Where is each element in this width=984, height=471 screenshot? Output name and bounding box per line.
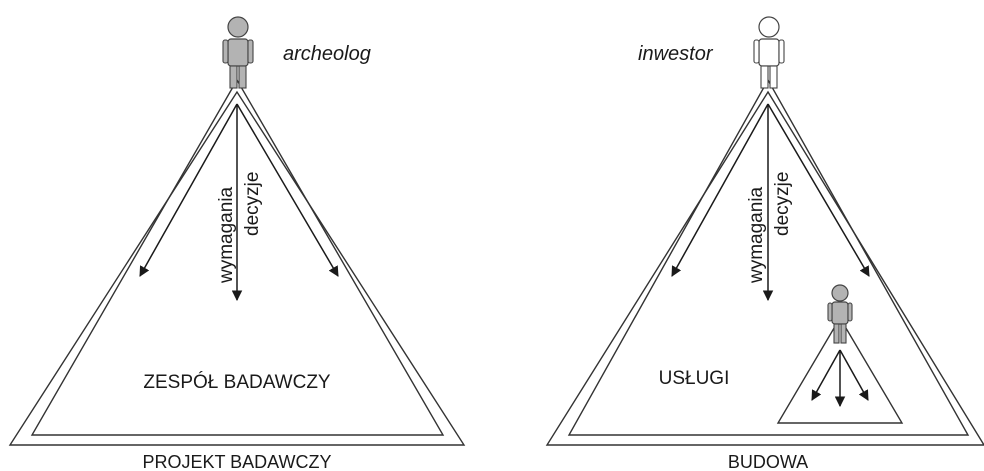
archeolog-figure-icon [222,16,254,89]
left-role-label: archeolog [283,43,371,65]
right-role-label: inwestor [638,43,714,65]
sub-figure-icon [827,284,853,344]
right-outer-triangle [545,90,984,446]
left-panel: archeolog wymagania decyzje ZESPÓŁ BADAW… [8,16,466,471]
left-inner-label: ZESPÓŁ BADAWCZY [143,371,331,393]
right-bottom-label: BUDOWA [728,452,808,471]
left-arrow-label-wymagania: wymagania [216,186,237,284]
sub-arrow-left [811,349,841,401]
right-arrow-label-wymagania: wymagania [746,186,767,284]
sub-contractor-group [776,284,904,424]
right-panel: inwestor wymagania decyzje USŁUGI BUDOWA [545,16,984,471]
left-inner-triangle [30,78,445,436]
right-inner-triangle [567,78,970,436]
left-outer-triangle [8,90,466,446]
right-arrow-label-decyzje: decyzje [772,172,793,236]
right-arrow-right [767,103,870,277]
left-arrow-label-decyzje: decyzje [242,172,263,236]
sub-arrow-right [839,349,869,401]
left-arrow-left [139,103,238,277]
right-inner-label: USŁUGI [659,368,730,389]
left-bottom-label: PROJEKT BADAWCZY [142,452,331,471]
left-arrow-right [236,103,339,277]
inwestor-figure-icon [753,16,785,89]
right-arrow-left [671,103,769,277]
